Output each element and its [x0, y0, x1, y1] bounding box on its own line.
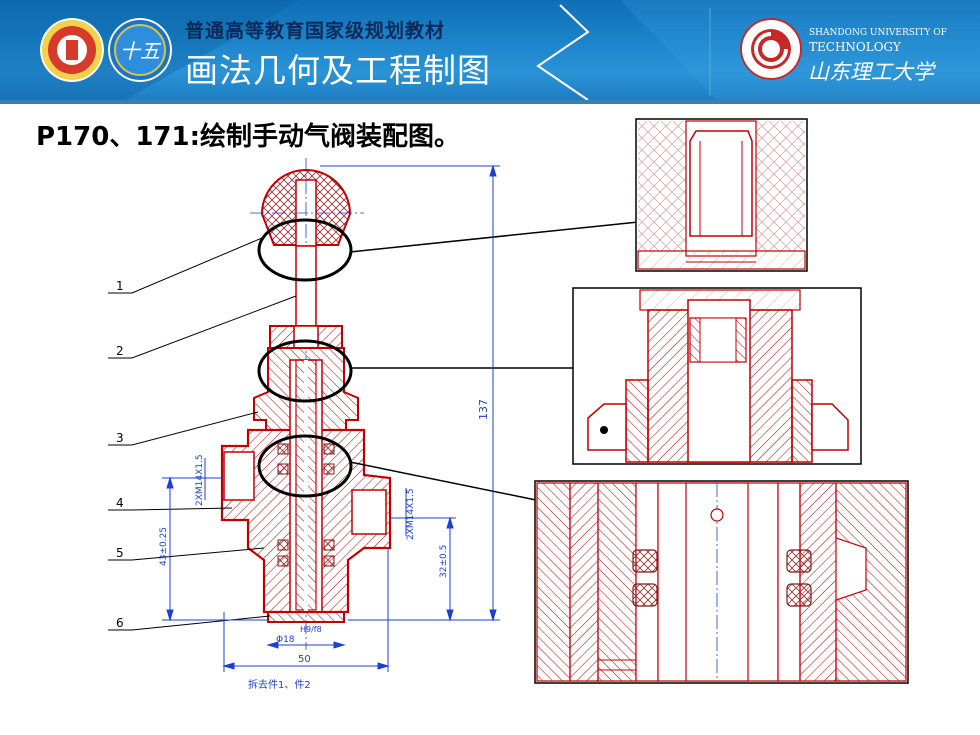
dim-thread-right: 2XM14X1.5 [406, 488, 416, 540]
part-number-3: 3 [116, 431, 124, 445]
university-name-cn: 山东理工大学 [808, 60, 934, 84]
part-number-6: 6 [116, 616, 124, 630]
dim-width: 50 [298, 654, 311, 665]
dim-height-left: 43±0.25 [159, 527, 169, 566]
detail-callouts [257, 218, 353, 498]
detail-view-2 [572, 287, 862, 465]
series-badge-text: 十五 [120, 39, 162, 63]
university-name-en-2: TECHNOLOGY [809, 40, 901, 54]
detail-view-3 [534, 480, 909, 684]
slide-title: P170、171:绘制手动气阀装配图。 [36, 122, 460, 152]
drawing-note: 拆去件1、件2 [248, 678, 311, 691]
stem-part [269, 245, 343, 349]
detail-view-1 [635, 118, 808, 272]
university-name-en-1: SHANDONG UNIVERSITY OF [809, 28, 947, 38]
banner-divider [0, 100, 980, 104]
series-badge-icon: 十五 [108, 18, 172, 82]
dim-height-right: 32±0.5 [439, 545, 449, 578]
publisher-logo-icon [40, 18, 104, 82]
part-leaders [108, 237, 297, 631]
dim-fit: H9/f8 [300, 625, 322, 634]
dim-overall-height: 137 [477, 399, 490, 420]
part-number-2: 2 [116, 344, 124, 358]
dim-thread-upper: 2XM14X1.5 [195, 454, 205, 506]
lightning-icon [536, 4, 590, 101]
part-number-1: 1 [116, 279, 124, 293]
valve-body [220, 347, 392, 623]
series-title: 普通高等教育国家级规划教材 [185, 20, 446, 42]
part-number-5: 5 [116, 546, 124, 560]
part-number-4: 4 [116, 496, 124, 510]
university-logo-icon [740, 18, 802, 80]
o-ring-seals [277, 443, 335, 567]
book-title: 画法几何及工程制图 [185, 51, 491, 90]
dimension-lines [162, 164, 500, 672]
dim-bore: Φ18 [276, 635, 295, 645]
